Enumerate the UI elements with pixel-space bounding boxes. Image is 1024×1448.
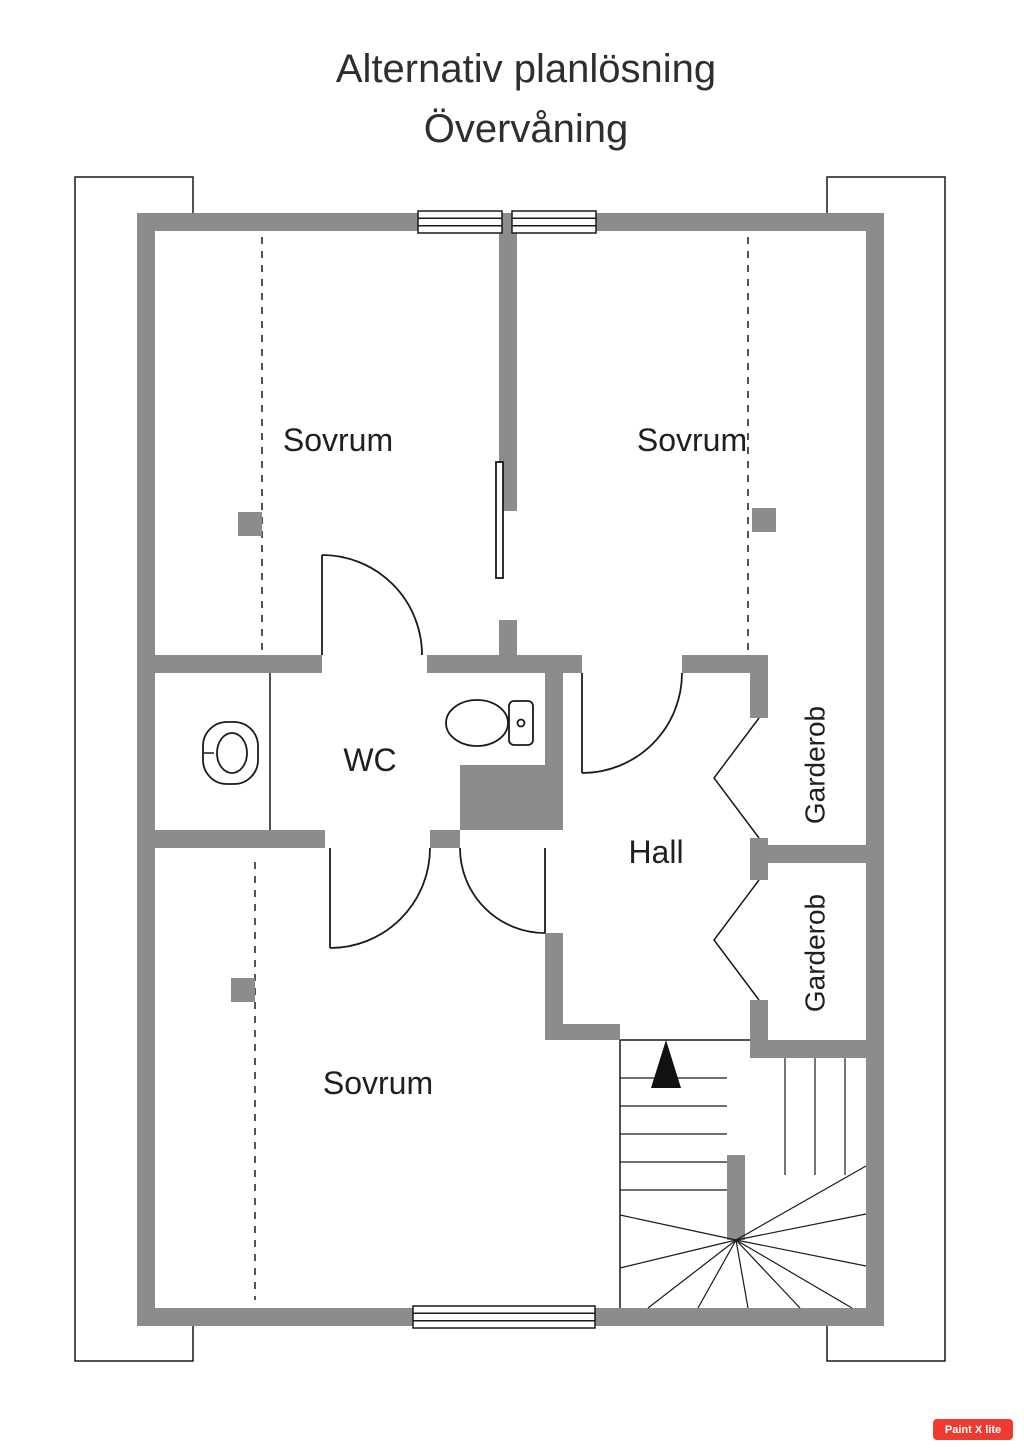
wall-segment bbox=[460, 765, 563, 830]
stairs-up-arrow bbox=[651, 1040, 681, 1088]
window bbox=[511, 210, 597, 234]
wall-segment bbox=[866, 213, 884, 1326]
plan-title-line2: Övervåning bbox=[424, 107, 629, 151]
wall-segment bbox=[768, 1040, 866, 1058]
room-label-garderob-bottom: Garderob bbox=[800, 894, 831, 1012]
watermark-background bbox=[933, 1419, 1013, 1440]
windows bbox=[412, 210, 597, 1329]
door-hall-bedroom-right bbox=[581, 672, 683, 774]
ceiling-height-lines bbox=[231, 237, 776, 1300]
doors bbox=[321, 554, 760, 1001]
wardrobe-bifold-door bbox=[713, 717, 760, 839]
sliding-door-leaf bbox=[495, 461, 504, 579]
wall-segment bbox=[427, 655, 582, 673]
wall-segment bbox=[545, 933, 563, 1024]
wall-segment bbox=[137, 213, 884, 231]
wall-segment bbox=[750, 673, 768, 718]
sink-icon bbox=[202, 721, 259, 785]
door-wc-bedroom-bottom bbox=[329, 847, 431, 949]
shaft-marker bbox=[238, 512, 262, 536]
room-label-garderob-top: Garderob bbox=[800, 706, 831, 824]
room-label-sovrum-top-right: Sovrum bbox=[637, 422, 747, 458]
room-label-hall: Hall bbox=[628, 834, 683, 870]
wall-segment bbox=[545, 1024, 620, 1040]
wall-segment bbox=[682, 655, 768, 673]
wall-segment bbox=[545, 673, 563, 765]
watermark-badge: Paint X lite bbox=[933, 1419, 1013, 1440]
plan-title-line1: Alternativ planlösning bbox=[336, 47, 716, 91]
window bbox=[412, 1305, 596, 1329]
room-label-sovrum-bottom: Sovrum bbox=[323, 1065, 433, 1101]
room-label-wc: WC bbox=[343, 742, 396, 778]
toilet-icon bbox=[445, 699, 534, 747]
wall-segment bbox=[727, 1155, 745, 1240]
watermark-label: Paint X lite bbox=[945, 1424, 1001, 1436]
wall-segment bbox=[750, 838, 768, 880]
room-labels: Sovrum Sovrum Sovrum WC Hall Garderob Ga… bbox=[283, 422, 831, 1101]
wall-segment bbox=[499, 231, 517, 511]
thin-partitions bbox=[269, 461, 504, 830]
wall-segment bbox=[155, 655, 322, 673]
stair-winder-fan bbox=[619, 1165, 867, 1309]
room-label-sovrum-top-left: Sovrum bbox=[283, 422, 393, 458]
wall-segment bbox=[137, 213, 155, 1326]
door-hall-bedroom-bottom bbox=[459, 847, 546, 934]
stair-treads-right bbox=[784, 1058, 846, 1175]
wall-segment bbox=[430, 830, 460, 848]
staircase bbox=[619, 1039, 867, 1309]
door-wc-bedroom-top bbox=[321, 554, 423, 656]
wall-segment bbox=[768, 845, 866, 863]
wardrobe-bifold-door bbox=[713, 879, 760, 1001]
fixtures bbox=[202, 699, 534, 785]
wall-segment bbox=[155, 830, 325, 848]
wall-segment bbox=[750, 1000, 768, 1058]
shaft-marker bbox=[231, 978, 255, 1002]
shaft-marker bbox=[752, 508, 776, 532]
window bbox=[417, 210, 503, 234]
